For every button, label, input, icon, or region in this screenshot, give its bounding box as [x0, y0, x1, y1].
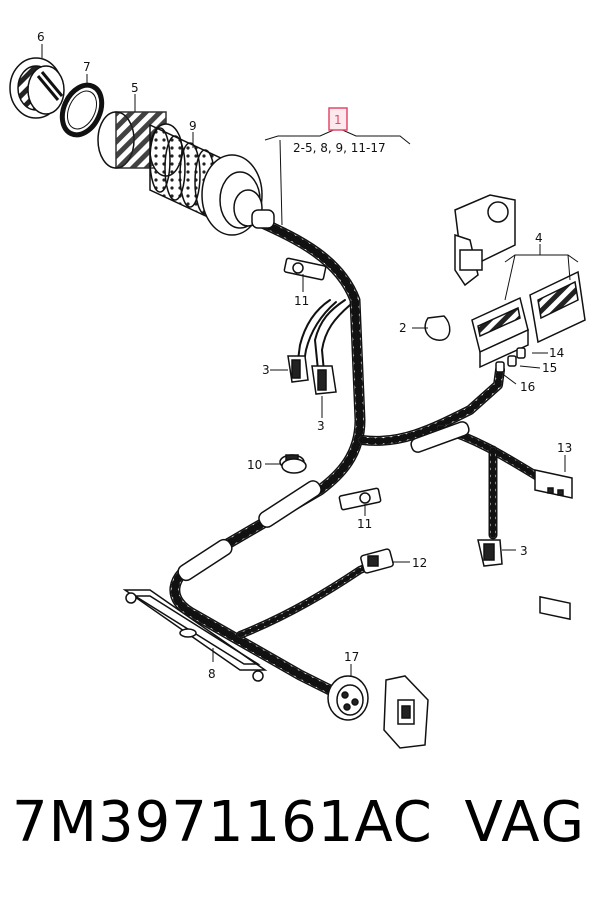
callout-3-mid: 3: [317, 419, 325, 433]
callout-7: 7: [83, 60, 91, 74]
part-14-15-16-plugs: [495, 347, 526, 373]
callout-1-note: 2-5, 8, 9, 11-17: [293, 141, 386, 155]
callout-2: 2: [399, 321, 407, 335]
part-10-stud: [279, 454, 307, 474]
harness-sleeve: [177, 538, 233, 582]
callout-10: 10: [247, 458, 262, 472]
part-8-rail: [122, 589, 268, 682]
part-number: 7M3971161AC: [12, 790, 433, 855]
part-6-cap: [9, 57, 65, 119]
callout-15: 15: [542, 361, 557, 375]
brand-label: VAG: [464, 790, 586, 855]
callout-3-right: 3: [520, 544, 528, 558]
callout-17: 17: [344, 650, 359, 664]
callout-13: 13: [557, 441, 572, 455]
callout-4: 4: [535, 231, 543, 245]
callout-1: 1: [334, 113, 342, 127]
leader-lines: [41, 44, 579, 676]
part-4-connector-block: [454, 194, 586, 369]
callout-5: 5: [131, 81, 139, 95]
part-2-clip: [424, 315, 451, 341]
callout-14: 14: [549, 346, 564, 360]
part-13-connector: [534, 469, 573, 621]
part-3-connector: [287, 355, 337, 395]
harness-sleeve: [410, 421, 470, 453]
part-3-connector: [477, 539, 503, 567]
part-7-ring: [59, 82, 105, 138]
callout-3-left: 3: [262, 363, 270, 377]
part-12-connector: [360, 548, 394, 574]
part-17-connector: [327, 675, 429, 749]
callout-9: 9: [189, 119, 197, 133]
callout-1-highlight: [328, 107, 348, 131]
callout-16: 16: [520, 380, 535, 394]
callout-11-bottom: 11: [357, 517, 372, 531]
part-9-boot: [149, 123, 275, 236]
harness-sleeve: [258, 480, 322, 528]
part-11-holder: [283, 257, 382, 511]
callout-labels: 6 7 5 9 1 2-5, 8, 9, 11-17 4 11 2 14 3 1…: [37, 30, 572, 681]
callout-6: 6: [37, 30, 45, 44]
callout-12: 12: [412, 556, 427, 570]
callout-8: 8: [208, 667, 216, 681]
callout-11-top: 11: [294, 294, 309, 308]
main-harness: [169, 216, 545, 696]
wiring-harness-diagram: 6 7 5 9 1 2-5, 8, 9, 11-17 4 11 2 14 3 1…: [9, 30, 586, 749]
